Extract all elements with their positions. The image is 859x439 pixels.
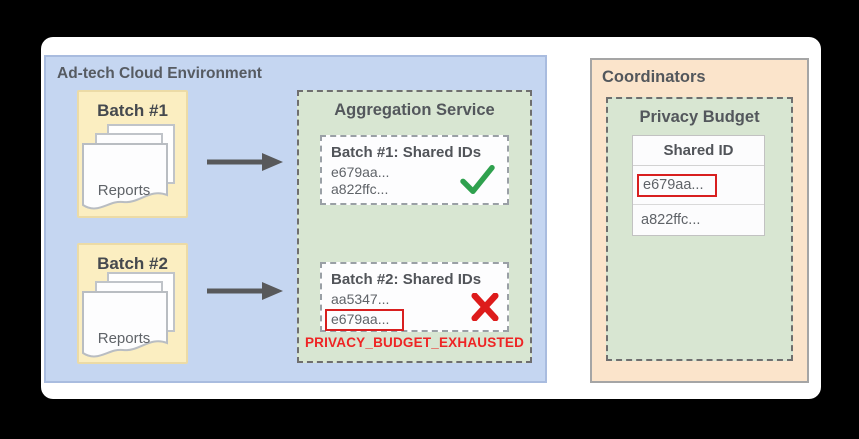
shared-id-value: e679aa... <box>331 164 390 180</box>
table-row: a822ffc... <box>641 212 701 228</box>
slide-sheet: Ad-tech Cloud Environment Batch #1 Repor… <box>41 37 821 399</box>
reports-label: Reports <box>97 330 151 347</box>
document-stack-icon <box>82 124 175 210</box>
aggregation-service-title: Aggregation Service <box>334 101 495 119</box>
shared-id-value: a822ffc... <box>331 181 389 197</box>
batch-2-result-title: Batch #2: Shared IDs <box>331 271 482 288</box>
batch-1-label: Batch #1 <box>97 101 168 120</box>
privacy-budget-exhausted-error: PRIVACY_BUDGET_EXHAUSTED <box>304 335 525 350</box>
flagged-shared-id: e679aa... <box>637 174 718 197</box>
batch-2-result-box: Batch #2: Shared IDs aa5347... e679aa... <box>320 262 509 332</box>
coordinators-panel: Coordinators Privacy Budget Shared ID e6… <box>590 58 809 383</box>
privacy-budget-title: Privacy Budget <box>639 108 760 126</box>
check-icon <box>460 165 495 194</box>
table-row: e679aa... <box>633 166 764 205</box>
reports-stack-icon: Reports <box>82 124 183 216</box>
adtech-panel-title: Ad-tech Cloud Environment <box>57 65 262 82</box>
shared-id-table: Shared ID e679aa... a822ffc... <box>632 135 765 236</box>
batch-2-arrow-icon <box>207 282 283 300</box>
reports-label: Reports <box>97 182 151 199</box>
shared-id-column-header: Shared ID <box>633 136 764 166</box>
x-cross-icon <box>471 293 499 321</box>
reports-stack-icon: Reports <box>82 272 183 364</box>
batch-1-result-title: Batch #1: Shared IDs <box>331 144 482 161</box>
document-stack-icon <box>82 272 175 358</box>
flagged-shared-id: e679aa... <box>325 309 405 331</box>
batch-1-card: Batch #1 Reports <box>77 90 188 218</box>
adtech-cloud-environment-panel: Ad-tech Cloud Environment Batch #1 Repor… <box>44 55 547 383</box>
privacy-budget-panel: Privacy Budget Shared ID e679aa... a822f… <box>606 97 793 361</box>
batch-1-arrow-icon <box>207 153 283 171</box>
batch-2-card: Batch #2 Reports <box>77 243 188 364</box>
coordinators-title: Coordinators <box>602 68 706 86</box>
batch-2-label: Batch #2 <box>97 254 168 273</box>
batch-1-result-box: Batch #1: Shared IDs e679aa... a822ffc..… <box>320 135 509 205</box>
shared-id-value: aa5347... <box>331 291 390 307</box>
aggregation-service-panel: Aggregation Service Batch #1: Shared IDs… <box>297 90 532 363</box>
